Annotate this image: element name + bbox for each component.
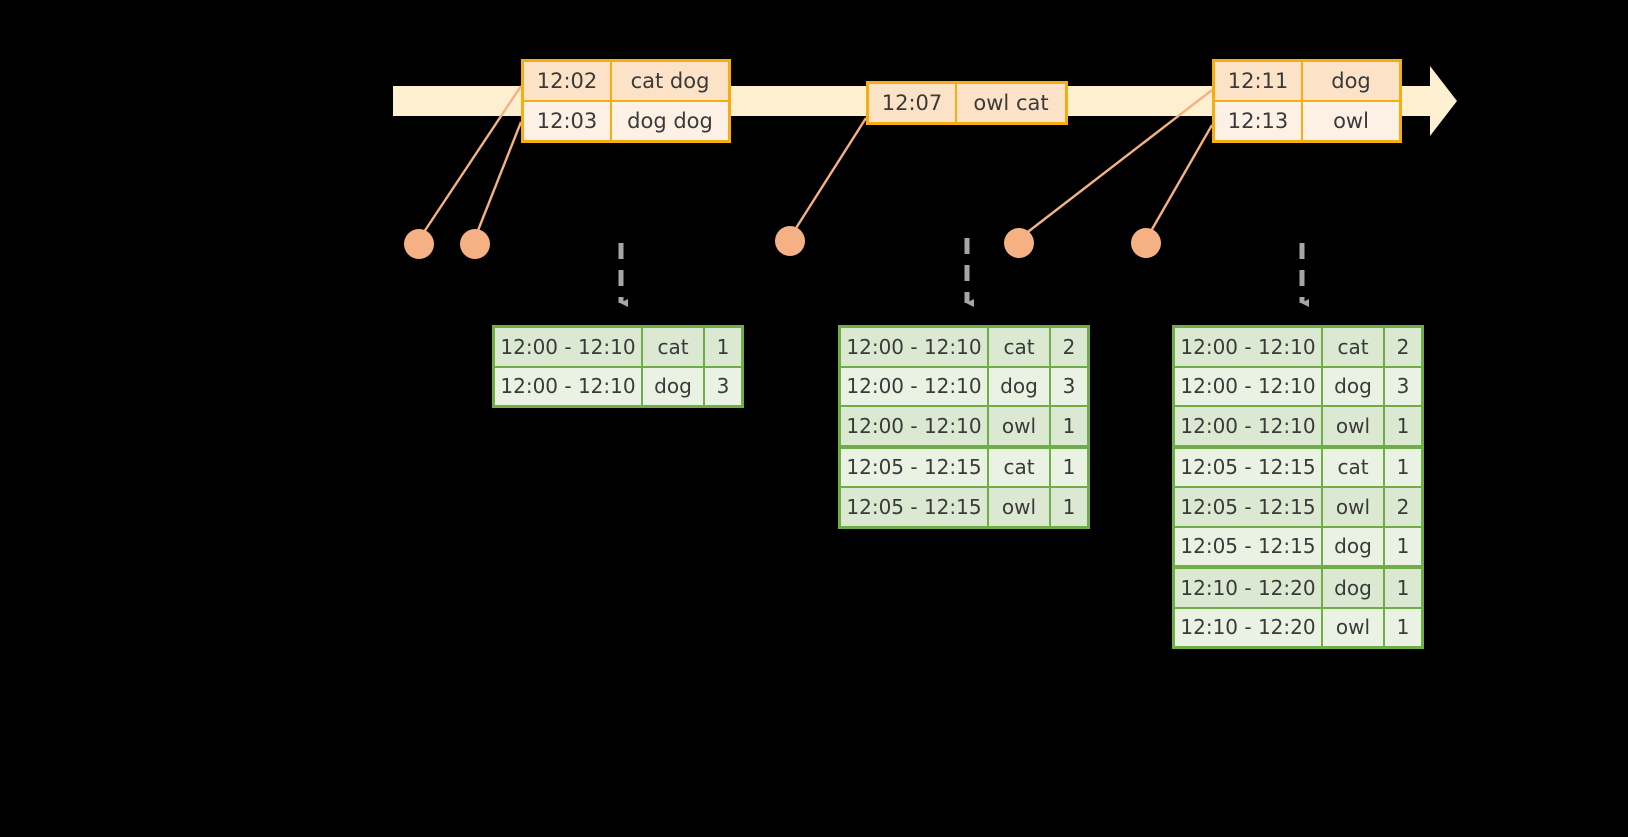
result-word: owl [1321, 407, 1383, 445]
result-count: 2 [1383, 328, 1421, 366]
result-count: 3 [703, 367, 741, 405]
result-window: 12:00 - 12:10 [495, 367, 641, 405]
result-word: cat [987, 448, 1049, 486]
result-window: 12:00 - 12:10 [841, 367, 987, 405]
result-word: dog [1321, 367, 1383, 405]
event-time: 12:03 [524, 102, 610, 140]
stream-dot-5 [1131, 228, 1161, 258]
result-window: 12:10 - 12:20 [1175, 569, 1321, 607]
stream-dot-1 [404, 229, 434, 259]
emit-arrows [618, 238, 1309, 307]
result-count: 1 [1383, 448, 1421, 486]
event-time: 12:02 [524, 62, 610, 100]
event-words: dog dog [610, 102, 728, 140]
result-word: cat [641, 328, 703, 366]
result-count: 1 [1383, 569, 1421, 607]
result-count: 1 [1383, 407, 1421, 445]
result-word: owl [987, 407, 1049, 445]
event-words: dog [1301, 62, 1399, 100]
result-count: 2 [1049, 328, 1087, 366]
result-window: 12:00 - 12:10 [841, 328, 987, 366]
result-window: 12:00 - 12:10 [1175, 367, 1321, 405]
result-count: 1 [703, 328, 741, 366]
result-word: dog [1321, 527, 1383, 565]
result-window: 12:05 - 12:15 [1175, 448, 1321, 486]
result-window: 12:00 - 12:10 [1175, 407, 1321, 445]
result-window: 12:00 - 12:10 [841, 407, 987, 445]
event-group-2: 12:07 owl cat [866, 81, 1068, 125]
stream-dot-3 [775, 226, 805, 256]
result-window: 12:05 - 12:15 [841, 488, 987, 526]
result-count: 2 [1383, 488, 1421, 526]
result-word: cat [987, 328, 1049, 366]
result-count: 1 [1049, 448, 1087, 486]
result-count: 3 [1049, 367, 1087, 405]
result-count: 1 [1049, 407, 1087, 445]
result-window: 12:05 - 12:15 [1175, 488, 1321, 526]
result-window: 12:10 - 12:20 [1175, 608, 1321, 646]
event-words: cat dog [610, 62, 728, 100]
stream-dot-2 [460, 229, 490, 259]
event-group-1: 12:02 cat dog 12:03 dog dog [521, 59, 731, 143]
event-words: owl cat [955, 84, 1065, 122]
result-window: 12:00 - 12:10 [495, 328, 641, 366]
result-word: owl [1321, 608, 1383, 646]
event-group-3: 12:11 dog 12:13 owl [1212, 59, 1402, 143]
result-word: owl [987, 488, 1049, 526]
event-row: 12:11 dog [1215, 62, 1399, 100]
result-word: dog [987, 367, 1049, 405]
result-window: 12:05 - 12:15 [1175, 527, 1321, 565]
result-window: 12:05 - 12:15 [841, 448, 987, 486]
result-word: dog [641, 367, 703, 405]
event-row: 12:03 dog dog [524, 100, 728, 140]
event-time: 12:11 [1215, 62, 1301, 100]
result-word: dog [1321, 569, 1383, 607]
event-words: owl [1301, 102, 1399, 140]
result-count: 1 [1049, 488, 1087, 526]
result-count: 1 [1383, 527, 1421, 565]
result-word: cat [1321, 328, 1383, 366]
result-count: 3 [1383, 367, 1421, 405]
event-row: 12:13 owl [1215, 100, 1399, 140]
connector-dot-group [404, 226, 1161, 259]
result-word: owl [1321, 488, 1383, 526]
stream-dot-4 [1004, 228, 1034, 258]
result-count: 1 [1383, 608, 1421, 646]
result-word: cat [1321, 448, 1383, 486]
event-row: 12:07 owl cat [869, 84, 1065, 122]
result-window: 12:00 - 12:10 [1175, 328, 1321, 366]
event-row: 12:02 cat dog [524, 62, 728, 100]
event-time: 12:13 [1215, 102, 1301, 140]
event-time: 12:07 [869, 84, 955, 122]
